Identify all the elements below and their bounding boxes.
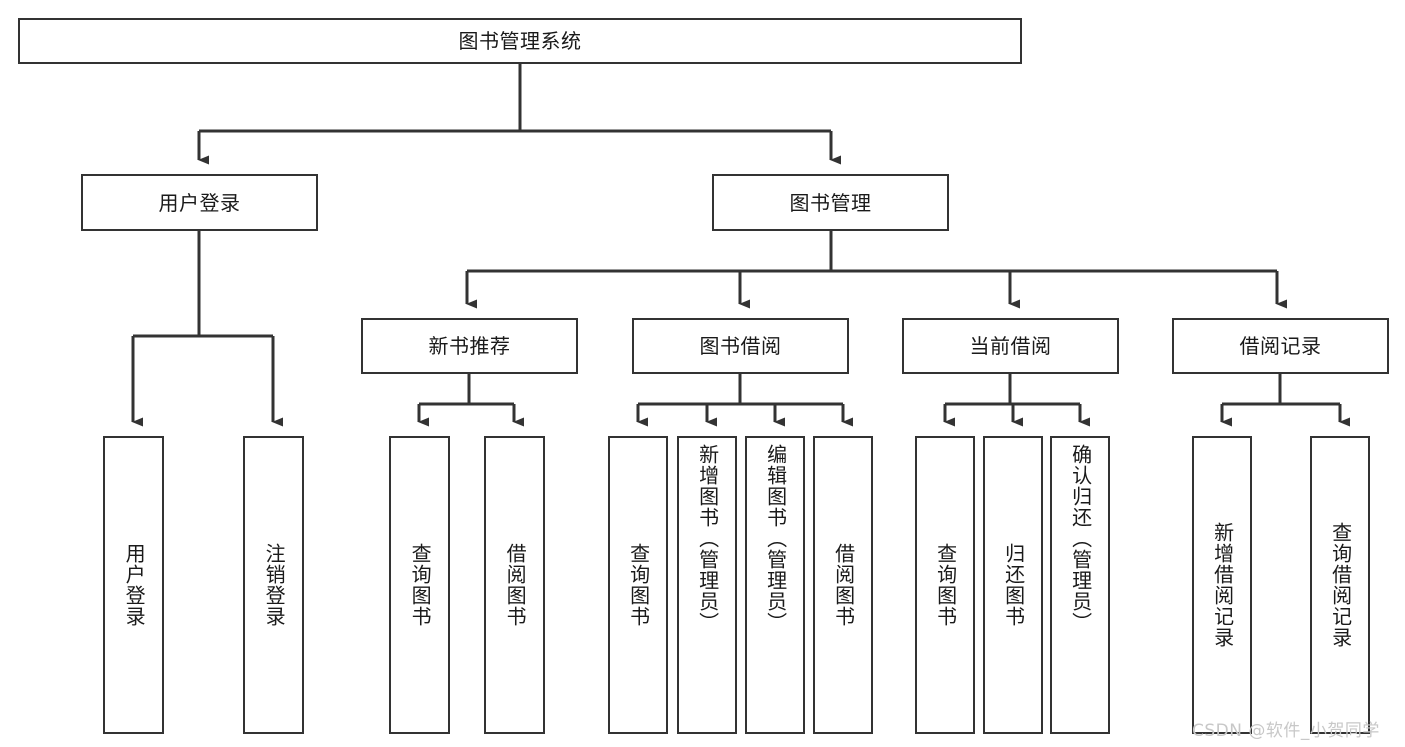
node-new-book-recommend[interactable]: 新书推荐 — [361, 318, 578, 374]
node-leaf-edit-book[interactable]: 编辑图书（管理员） — [745, 436, 805, 734]
node-leaf-borrow-book-label: 借阅图书 — [831, 543, 856, 627]
node-leaf-borrow-book-rec-label: 借阅图书 — [503, 543, 528, 627]
node-leaf-user-login[interactable]: 用户登录 — [103, 436, 164, 734]
node-current-borrow-label: 当前借阅 — [969, 334, 1052, 358]
node-book-borrow[interactable]: 图书借阅 — [632, 318, 849, 374]
node-leaf-edit-book-label: 编辑图书（管理员） — [763, 444, 788, 633]
node-leaf-user-login-label: 用户登录 — [122, 543, 147, 627]
node-leaf-query-record-label: 查询借阅记录 — [1328, 522, 1353, 648]
node-leaf-confirm-return-label: 确认归还（管理员） — [1068, 444, 1093, 633]
node-book-manage-label: 图书管理 — [789, 190, 872, 215]
node-current-borrow[interactable]: 当前借阅 — [902, 318, 1119, 374]
node-leaf-return-book-label: 归还图书 — [1001, 543, 1026, 627]
node-user-login-label: 用户登录 — [158, 190, 241, 215]
node-leaf-borrow-book[interactable]: 借阅图书 — [813, 436, 873, 734]
node-leaf-add-book[interactable]: 新增图书（管理员） — [677, 436, 737, 734]
node-root-label: 图书管理系统 — [458, 29, 582, 53]
node-user-login[interactable]: 用户登录 — [81, 174, 318, 231]
node-leaf-return-book[interactable]: 归还图书 — [983, 436, 1043, 734]
node-leaf-query-book-current-label: 查询图书 — [933, 543, 958, 627]
csdn-watermark: CSDN @软件_小贺同学 — [1192, 721, 1380, 741]
connector-lines — [131, 64, 1350, 427]
node-leaf-query-record[interactable]: 查询借阅记录 — [1310, 436, 1370, 734]
node-borrow-record-label: 借阅记录 — [1239, 334, 1322, 358]
node-new-book-recommend-label: 新书推荐 — [428, 334, 511, 358]
node-leaf-borrow-book-rec[interactable]: 借阅图书 — [484, 436, 545, 734]
node-leaf-query-book-current[interactable]: 查询图书 — [915, 436, 975, 734]
node-leaf-confirm-return[interactable]: 确认归还（管理员） — [1050, 436, 1110, 734]
node-leaf-add-book-label: 新增图书（管理员） — [695, 444, 720, 633]
node-leaf-add-record[interactable]: 新增借阅记录 — [1192, 436, 1252, 734]
node-leaf-add-record-label: 新增借阅记录 — [1210, 522, 1235, 648]
node-leaf-query-book-rec-label: 查询图书 — [408, 543, 433, 627]
node-root[interactable]: 图书管理系统 — [18, 18, 1022, 64]
node-leaf-logout-label: 注销登录 — [262, 543, 287, 627]
node-book-borrow-label: 图书借阅 — [699, 334, 782, 358]
node-leaf-query-book-borrow[interactable]: 查询图书 — [608, 436, 668, 734]
node-borrow-record[interactable]: 借阅记录 — [1172, 318, 1389, 374]
node-book-manage[interactable]: 图书管理 — [712, 174, 949, 231]
node-leaf-query-book-borrow-label: 查询图书 — [626, 543, 651, 627]
node-leaf-query-book-rec[interactable]: 查询图书 — [389, 436, 450, 734]
node-leaf-logout[interactable]: 注销登录 — [243, 436, 304, 734]
